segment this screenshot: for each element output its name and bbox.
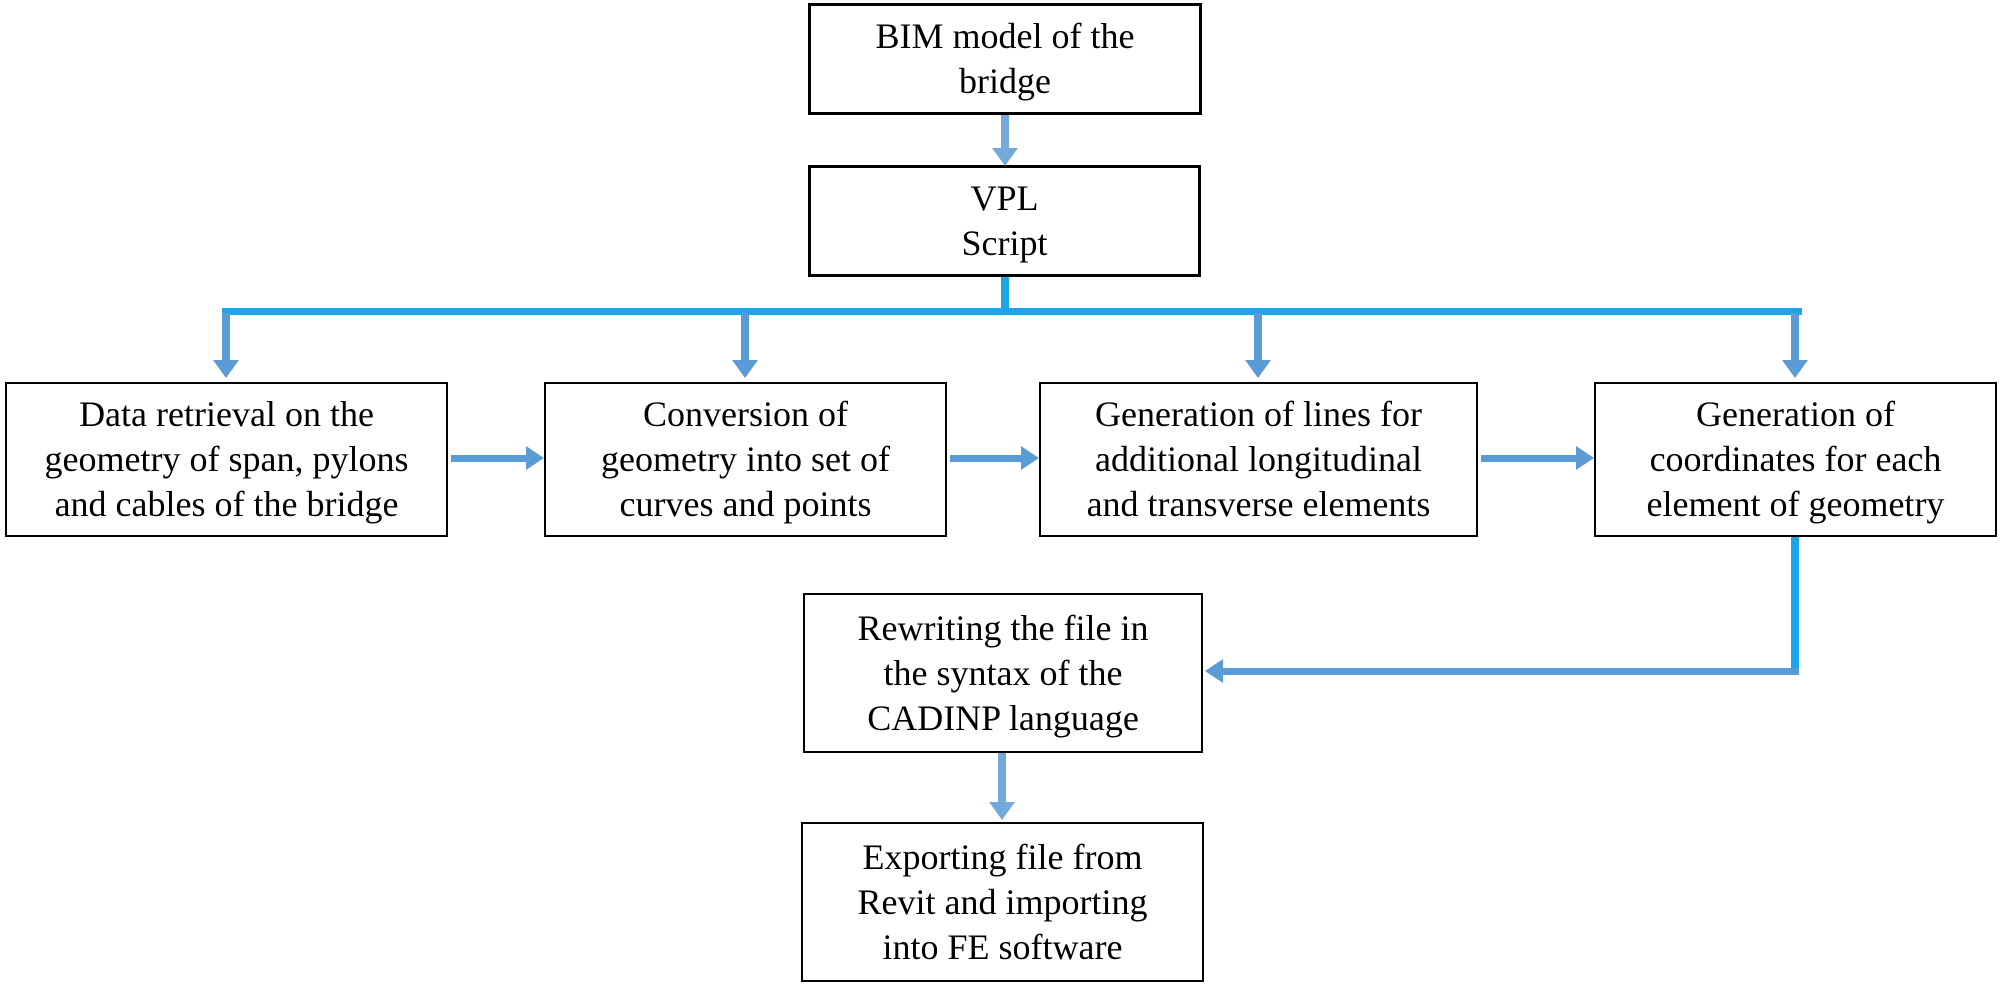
arrow-bim-to-vpl-head [992,148,1018,166]
node-exporting-fe: Exporting file from Revit and importing … [801,822,1204,982]
arrow-lines-to-coordinates-shaft [1481,455,1576,462]
arrow-drop-lines-head [1245,360,1271,378]
connector-distribution-line [222,308,1802,315]
arrow-drop-retrieval-shaft [222,313,230,360]
node-label: BIM model of the bridge [875,16,1135,101]
arrow-drop-retrieval-head [213,360,239,378]
arrow-drop-lines-shaft [1254,313,1262,360]
arrow-bim-to-vpl-shaft [1001,115,1009,149]
node-generation-lines: Generation of lines for additional longi… [1039,382,1478,537]
arrow-conversion-to-lines-shaft [950,455,1021,462]
arrow-drop-conversion-head [732,360,758,378]
arrow-drop-coordinates-head [1782,360,1808,378]
node-vpl-script: VPL Script [808,165,1201,277]
node-label: Rewriting the file in the syntax of the … [857,607,1149,738]
arrow-lines-to-coordinates-head [1576,446,1594,470]
node-label: Generation of lines for additional longi… [1086,394,1431,524]
arrow-rewriting-to-exporting-shaft [998,753,1006,802]
node-rewriting-cadinp: Rewriting the file in the syntax of the … [803,593,1203,753]
node-generation-coordinates: Generation of coordinates for each eleme… [1594,382,1997,537]
connector-coordinates-down [1791,537,1799,673]
arrow-coordinates-to-rewriting-shaft [1223,668,1799,675]
node-label: Generation of coordinates for each eleme… [1646,394,1945,524]
arrow-conversion-to-lines-head [1021,446,1039,470]
arrow-drop-coordinates-shaft [1791,313,1799,360]
arrow-drop-conversion-shaft [741,313,749,360]
node-data-retrieval: Data retrieval on the geometry of span, … [5,382,448,537]
node-label: VPL Script [961,178,1048,263]
arrow-retrieval-to-conversion-shaft [451,455,526,462]
node-bim-model: BIM model of the bridge [808,3,1202,115]
arrow-rewriting-to-exporting-head [989,802,1015,820]
node-conversion: Conversion of geometry into set of curve… [544,382,947,537]
node-label: Data retrieval on the geometry of span, … [44,394,409,524]
node-label: Exporting file from Revit and importing … [857,836,1148,967]
arrow-retrieval-to-conversion-head [526,446,544,470]
arrow-coordinates-to-rewriting-head [1205,659,1223,683]
connector-vpl-stub [1001,277,1009,311]
node-label: Conversion of geometry into set of curve… [601,394,890,524]
